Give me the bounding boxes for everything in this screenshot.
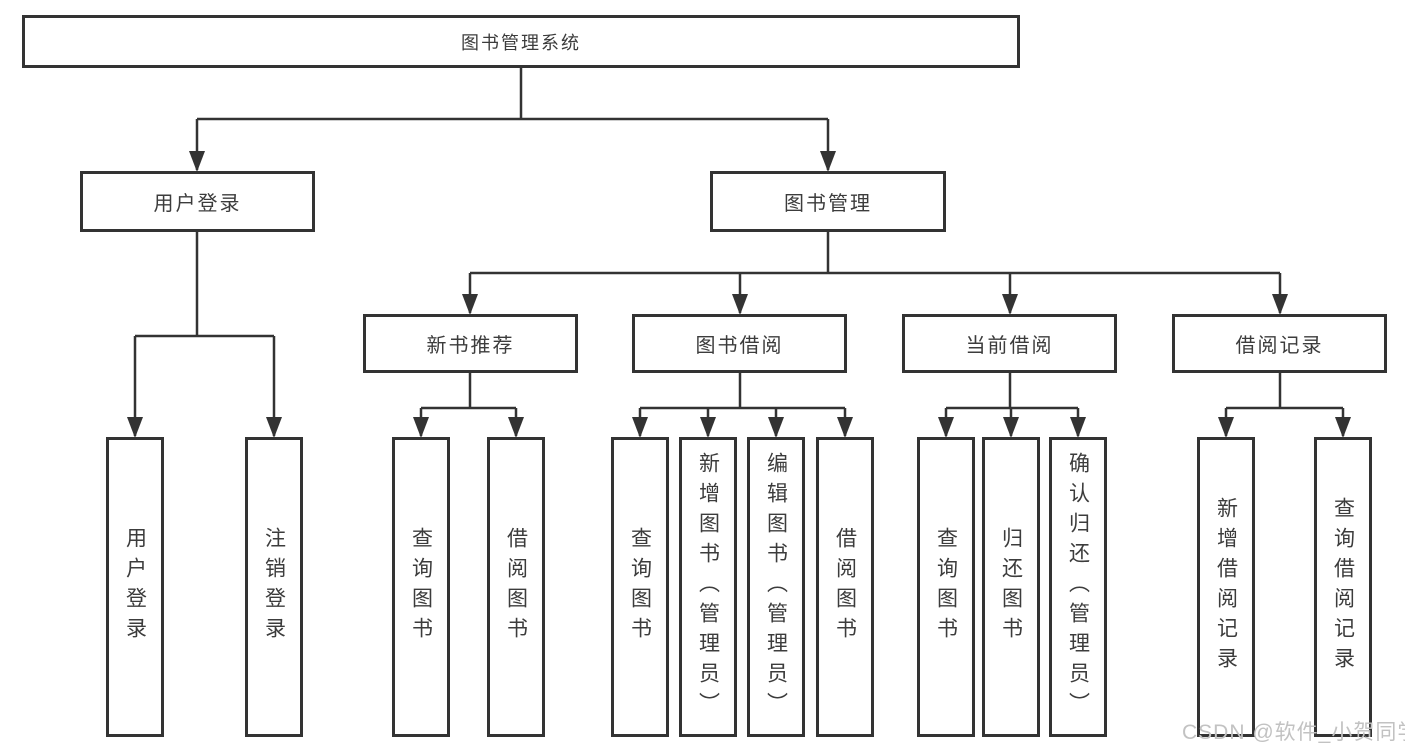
node-book-management: 图书管理 bbox=[710, 171, 946, 232]
leaf-label: 查询图书 bbox=[628, 527, 652, 647]
leaf-label: 查询借阅记录 bbox=[1331, 497, 1355, 677]
leaf-label: 新增借阅记录 bbox=[1214, 497, 1238, 677]
leaf-query-borrow-record: 查询借阅记录 bbox=[1314, 437, 1372, 737]
leaf-label: 注销登录 bbox=[262, 527, 286, 647]
node-new-book-recommend: 新书推荐 bbox=[363, 314, 578, 373]
leaf-confirm-return-admin: 确认归还（管理员） bbox=[1049, 437, 1107, 737]
leaf-label: 借阅图书 bbox=[833, 527, 857, 647]
leaf-return-book: 归还图书 bbox=[982, 437, 1040, 737]
leaf-label: 归还图书 bbox=[999, 527, 1023, 647]
leaf-query-books-borrow: 查询图书 bbox=[611, 437, 669, 737]
leaf-label: 查询图书 bbox=[409, 527, 433, 647]
leaf-query-books-recommend: 查询图书 bbox=[392, 437, 450, 737]
leaf-label: 新增图书（管理员） bbox=[696, 452, 720, 722]
leaf-user-login: 用户登录 bbox=[106, 437, 164, 737]
leaf-label: 借阅图书 bbox=[504, 527, 528, 647]
node-current-borrow: 当前借阅 bbox=[902, 314, 1117, 373]
node-book-borrow: 图书借阅 bbox=[632, 314, 847, 373]
leaf-add-book-admin: 新增图书（管理员） bbox=[679, 437, 737, 737]
node-root-system: 图书管理系统 bbox=[22, 15, 1020, 68]
leaf-label: 查询图书 bbox=[934, 527, 958, 647]
node-user-login: 用户登录 bbox=[80, 171, 315, 232]
csdn-watermark: CSDN @软件_小贺同学 bbox=[1182, 721, 1405, 744]
leaf-label: 确认归还（管理员） bbox=[1066, 452, 1090, 722]
node-borrow-records: 借阅记录 bbox=[1172, 314, 1387, 373]
leaf-edit-book-admin: 编辑图书（管理员） bbox=[747, 437, 805, 737]
leaf-query-books-current: 查询图书 bbox=[917, 437, 975, 737]
leaf-add-borrow-record: 新增借阅记录 bbox=[1197, 437, 1255, 737]
leaf-borrow-books-borrow: 借阅图书 bbox=[816, 437, 874, 737]
leaf-borrow-books-recommend: 借阅图书 bbox=[487, 437, 545, 737]
leaf-logout: 注销登录 bbox=[245, 437, 303, 737]
leaf-label: 编辑图书（管理员） bbox=[764, 452, 788, 722]
leaf-label: 用户登录 bbox=[123, 527, 147, 647]
